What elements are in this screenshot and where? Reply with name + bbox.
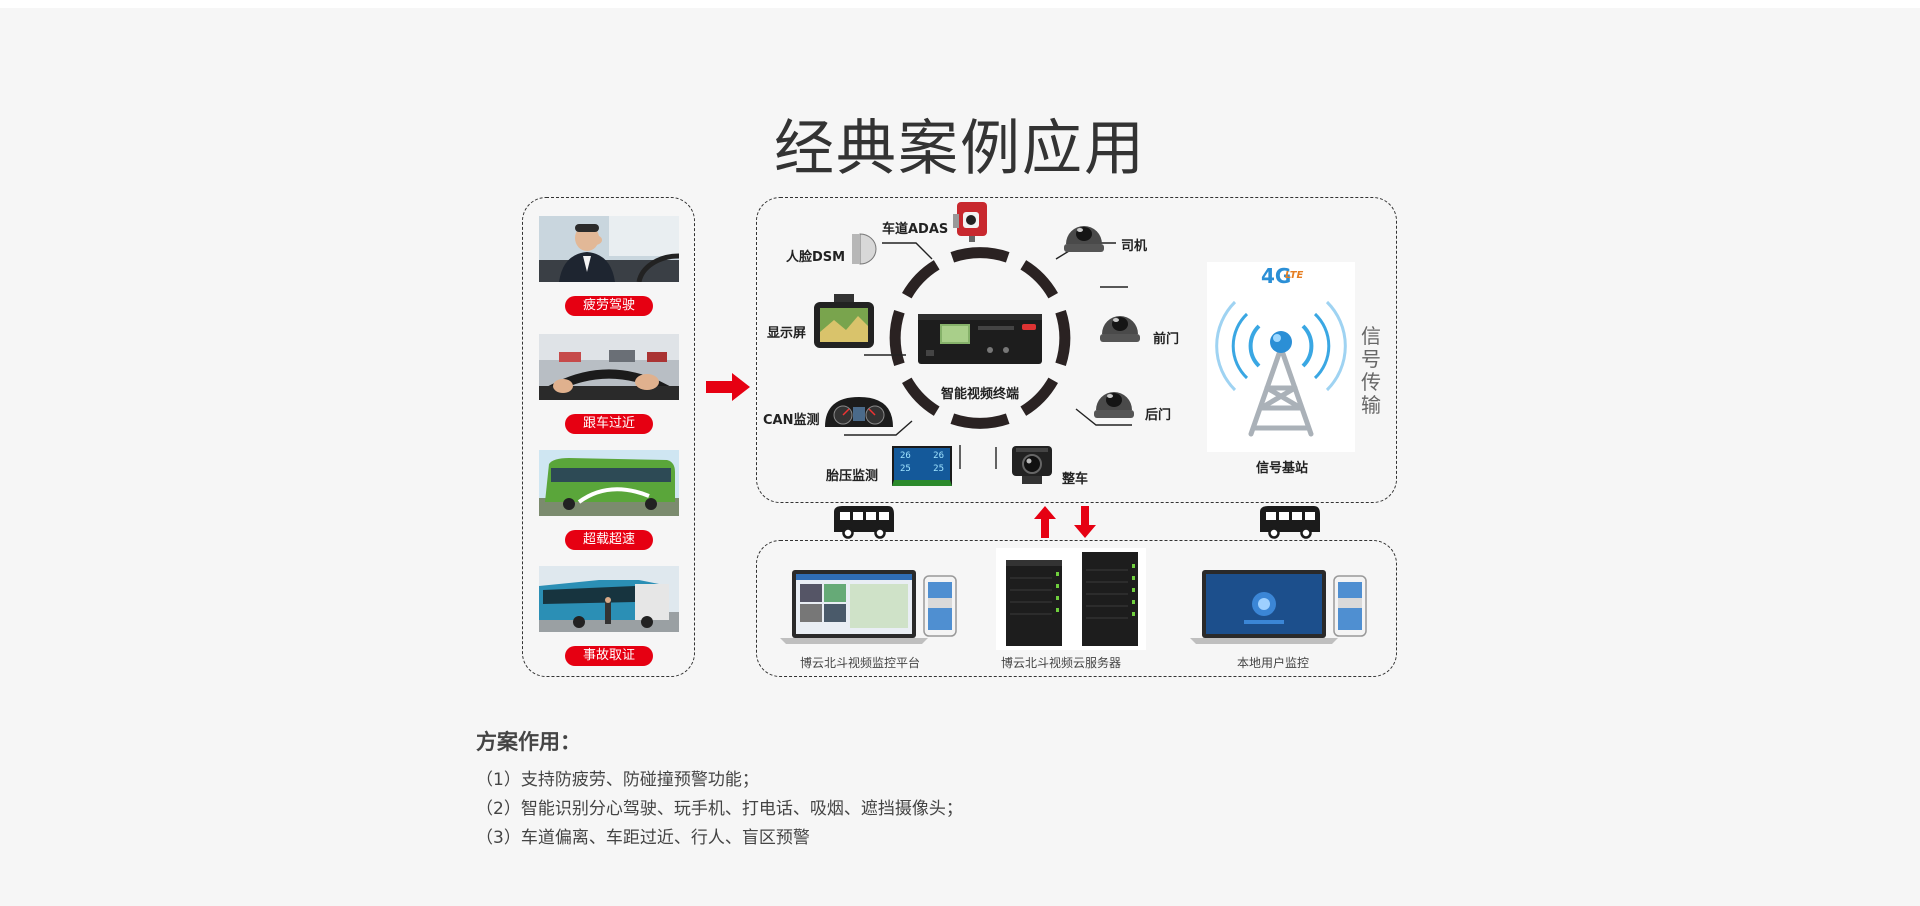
signal-transmission-text: 信 号 传 输 <box>1358 325 1384 417</box>
effects-list: （1）支持防疲劳、防碰撞预警功能； （2）智能识别分心驾驶、玩手机、打电话、吸烟… <box>476 766 963 853</box>
terminal-diagram-panel <box>756 197 1397 503</box>
effect-item: （2）智能识别分心驾驶、玩手机、打电话、吸烟、遮挡摄像头； <box>476 799 963 819</box>
tired-driver-photo <box>539 216 679 282</box>
scenario-item: 跟车过近 <box>539 334 679 434</box>
device-label-tire: 胎压监测 <box>826 469 879 484</box>
terminal-label: 智能视频终端 <box>941 387 1020 402</box>
tire-value: 26 <box>933 451 944 461</box>
display-screen-icon <box>814 294 874 348</box>
tire-pressure-monitor-icon: 26 26 25 25 <box>892 446 952 486</box>
tire-value: 25 <box>933 464 944 474</box>
dsm-camera-icon <box>852 233 877 265</box>
effects-title: 方案作用： <box>476 730 581 754</box>
back-door-camera-icon <box>1094 392 1134 418</box>
tower-label: 信号基站 <box>1256 461 1309 476</box>
effect-item: （1）支持防疲劳、防碰撞预警功能； <box>476 770 759 790</box>
platform-label: 博云北斗视频云服务器 <box>1001 656 1122 670</box>
effect-item: （3）车道偏离、车距过近、行人、盲区预警 <box>476 828 810 848</box>
platform-label: 本地用户监控 <box>1237 656 1310 670</box>
device-ring <box>889 247 1071 429</box>
device-label-can: CAN监测 <box>763 413 820 428</box>
cloud-server-icon <box>996 548 1146 650</box>
can-dashboard-icon <box>825 397 893 427</box>
platform-label: 博云北斗视频监控平台 <box>800 656 921 670</box>
scenario-item: 疲劳驾驶 <box>539 216 679 316</box>
vertical-char: 传 <box>1361 370 1381 394</box>
4g-badge: 4G <box>1261 264 1292 288</box>
up-arrow-icon <box>1034 506 1056 538</box>
scenario-panel: 疲劳驾驶 跟车过近 <box>522 197 695 677</box>
scenario-item: 超载超速 <box>539 450 679 550</box>
device-label-whole-car: 整车 <box>1062 472 1089 487</box>
scenario-label: 事故取证 <box>565 646 653 666</box>
vertical-char: 信 <box>1361 324 1381 348</box>
monitoring-platform-laptop-icon <box>780 570 957 644</box>
scenario-label: 超载超速 <box>565 530 653 550</box>
video-terminal-device-icon <box>918 314 1042 364</box>
driver-dome-camera-icon <box>1064 226 1104 252</box>
device-label-driver: 司机 <box>1121 239 1148 254</box>
top-strip <box>0 0 1920 8</box>
accident-bus-photo <box>539 566 679 632</box>
vertical-char: 输 <box>1361 393 1381 417</box>
bus-icon <box>834 506 894 539</box>
device-label-back-door: 后门 <box>1145 408 1172 423</box>
front-door-camera-icon <box>1100 316 1140 342</box>
signal-tower-card <box>1207 262 1355 452</box>
tire-value: 25 <box>900 464 911 474</box>
local-monitor-laptop-icon <box>1190 570 1367 644</box>
vehicle-camera-icon <box>1012 446 1052 484</box>
adas-camera-icon <box>953 202 987 242</box>
steering-traffic-photo <box>539 334 679 400</box>
device-label-front-door: 前门 <box>1153 332 1180 347</box>
signal-tower-icon <box>1215 300 1347 437</box>
green-bus-photo <box>539 450 679 516</box>
vertical-char: 号 <box>1361 347 1381 371</box>
scenario-label: 疲劳驾驶 <box>565 296 653 316</box>
tire-value: 26 <box>900 451 911 461</box>
page-title: 经典案例应用 <box>774 114 1146 185</box>
platform-panel <box>756 540 1397 677</box>
bus-icon <box>1260 506 1320 539</box>
down-arrow-icon <box>1074 506 1096 538</box>
right-arrow-icon <box>706 373 750 401</box>
device-label-screen: 显示屏 <box>767 326 807 341</box>
device-label-dsm: 人脸DSM <box>786 250 846 265</box>
lte-badge: LTE <box>1285 270 1304 281</box>
scenario-item: 事故取证 <box>539 566 679 666</box>
scenario-label: 跟车过近 <box>565 414 653 434</box>
device-label-adas: 车道ADAS <box>882 222 949 237</box>
